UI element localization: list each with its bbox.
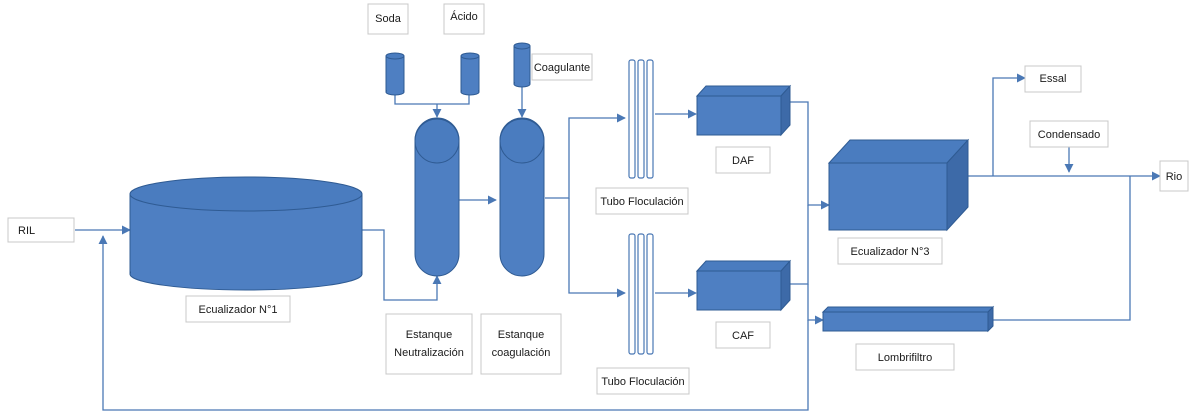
label-tubo-floculacion-bottom-text: Tubo Floculación xyxy=(601,376,684,388)
label-ril: RIL xyxy=(7,217,75,243)
label-coagulante: Coagulante xyxy=(531,53,593,81)
label-essal: Essal xyxy=(1024,65,1082,93)
lombrifiltro-unit xyxy=(821,305,995,333)
ecualizador1-tank xyxy=(129,176,363,291)
daf-unit xyxy=(695,84,792,137)
label-daf: DAF xyxy=(715,146,771,174)
label-neutralizacion-line1: Estanque xyxy=(406,329,452,341)
flow-lombrifiltro-to-rio xyxy=(993,176,1131,321)
ecualizador3-unit xyxy=(827,138,970,232)
label-tubo-floculacion-top: Tubo Floculación xyxy=(595,187,689,215)
flow-caf-to-ecualizador3 xyxy=(790,205,809,285)
label-daf-text: DAF xyxy=(732,155,754,167)
label-coagulante-text: Coagulante xyxy=(534,62,590,74)
label-ecualizador3: Ecualizador N°3 xyxy=(837,237,943,265)
flow-soda-acido-to-neutralizacion xyxy=(394,94,470,105)
label-ril-text: RIL xyxy=(18,225,35,237)
label-lombrifiltro-text: Lombrifiltro xyxy=(878,352,932,364)
label-soda-text: Soda xyxy=(375,13,402,25)
label-rio: Rio xyxy=(1159,160,1189,192)
label-ecualizador3-text: Ecualizador N°3 xyxy=(851,246,930,258)
flow-ecualizador3-to-essal xyxy=(992,73,1026,176)
label-soda: Soda xyxy=(367,3,409,35)
label-ecualizador1: Ecualizador N°1 xyxy=(185,295,291,323)
flow-coagulacion-split xyxy=(545,113,626,199)
label-essal-text: Essal xyxy=(1040,73,1067,85)
label-ecualizador1-text: Ecualizador N°1 xyxy=(199,304,278,316)
label-acido: Ácido xyxy=(443,3,485,35)
flow-recirculation-loop xyxy=(98,235,809,411)
flow-caf-to-lombrifiltro xyxy=(807,284,824,325)
neutralizacion-tank xyxy=(414,117,460,277)
label-neutralizacion-line2: Neutralización xyxy=(394,347,464,359)
label-caf: CAF xyxy=(715,321,771,349)
label-acido-text: Ácido xyxy=(450,10,478,23)
label-lombrifiltro: Lombrifiltro xyxy=(855,343,955,371)
label-tubo-floculacion-bottom: Tubo Floculación xyxy=(596,367,690,395)
label-tubo-floculacion-top-text: Tubo Floculación xyxy=(600,196,683,208)
flow-daf-to-ecualizador3 xyxy=(790,101,830,210)
label-condensado: Condensado xyxy=(1029,120,1109,148)
label-neutralizacion: Estanque Neutralización xyxy=(385,313,473,375)
flow-lines xyxy=(75,73,1161,411)
tubo-floculacion-bottom xyxy=(628,233,654,355)
caf-unit xyxy=(695,259,792,312)
acido-tank xyxy=(460,52,480,96)
label-rio-text: Rio xyxy=(1166,171,1183,183)
coagulacion-tank xyxy=(499,117,545,277)
soda-tank xyxy=(385,52,405,96)
label-coagulacion-line1: Estanque xyxy=(498,329,544,341)
label-condensado-text: Condensado xyxy=(1038,129,1100,141)
label-caf-text: CAF xyxy=(732,330,754,342)
label-coagulacion: Estanque coagulación xyxy=(480,313,562,375)
tubo-floculacion-top xyxy=(628,59,654,179)
flow-ecualizador1-to-neutralizacion xyxy=(362,229,442,301)
label-coagulacion-line2: coagulación xyxy=(492,347,551,359)
flow-coagulacion-split-bottom xyxy=(568,198,626,298)
coagulante-tank xyxy=(513,42,531,88)
